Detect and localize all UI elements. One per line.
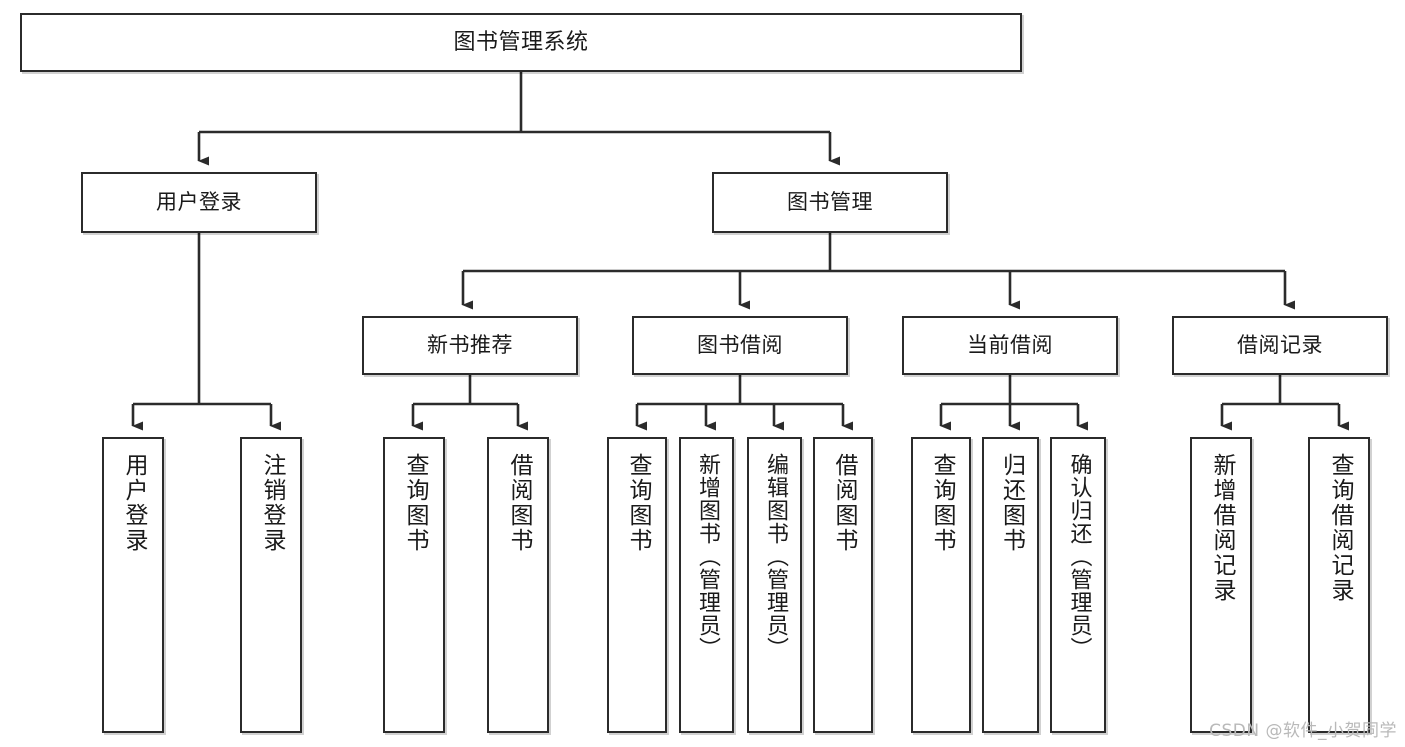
node-label: 借阅图书 <box>830 453 857 553</box>
node-user-login[interactable]: 用户登录 <box>81 172 317 233</box>
node-new-book-recommend[interactable]: 新书推荐 <box>362 316 578 375</box>
node-label: 图书借阅 <box>697 333 783 358</box>
leaf-query-book-current[interactable]: 查询图书 <box>911 437 971 733</box>
node-label: 新书推荐 <box>427 333 513 358</box>
leaf-return-book[interactable]: 归还图书 <box>982 437 1039 733</box>
node-label: 查询图书 <box>401 453 428 553</box>
node-label: 查询借阅记录 <box>1326 453 1353 603</box>
leaf-user-login[interactable]: 用户登录 <box>102 437 164 733</box>
node-label: 图书管理 <box>787 190 873 215</box>
node-label: 查询图书 <box>624 453 651 553</box>
leaf-borrow-book-recommend[interactable]: 借阅图书 <box>487 437 549 733</box>
leaf-edit-book-admin[interactable]: 编辑图书（管理员） <box>747 437 802 733</box>
node-label: 确认归还（管理员） <box>1066 453 1092 660</box>
node-borrow-record[interactable]: 借阅记录 <box>1172 316 1388 375</box>
node-book-manage[interactable]: 图书管理 <box>712 172 948 233</box>
node-current-borrow[interactable]: 当前借阅 <box>902 316 1118 375</box>
leaf-query-book-borrow[interactable]: 查询图书 <box>607 437 667 733</box>
node-label: 用户登录 <box>156 190 242 215</box>
node-label: 借阅图书 <box>505 453 532 553</box>
leaf-add-borrow-record[interactable]: 新增借阅记录 <box>1190 437 1252 733</box>
leaf-add-book-admin[interactable]: 新增图书（管理员） <box>679 437 734 733</box>
node-label: 新增图书（管理员） <box>694 453 720 660</box>
node-label: 注销登录 <box>258 453 285 553</box>
csdn-watermark: CSDN @软件_小贺同学 <box>1209 721 1397 741</box>
node-label: 图书管理系统 <box>453 29 589 55</box>
node-label: 归还图书 <box>998 453 1025 553</box>
leaf-user-logout[interactable]: 注销登录 <box>240 437 302 733</box>
leaf-query-borrow-record[interactable]: 查询借阅记录 <box>1308 437 1370 733</box>
node-label: 用户登录 <box>120 453 147 553</box>
leaf-query-book-recommend[interactable]: 查询图书 <box>383 437 445 733</box>
node-book-borrow[interactable]: 图书借阅 <box>632 316 848 375</box>
node-label: 当前借阅 <box>967 333 1053 358</box>
node-label: 查询图书 <box>928 453 955 553</box>
leaf-borrow-book-borrow[interactable]: 借阅图书 <box>813 437 873 733</box>
node-label: 编辑图书（管理员） <box>762 453 788 660</box>
node-root-system[interactable]: 图书管理系统 <box>20 13 1022 72</box>
node-label: 借阅记录 <box>1237 333 1323 358</box>
leaf-confirm-return-admin[interactable]: 确认归还（管理员） <box>1050 437 1106 733</box>
node-label: 新增借阅记录 <box>1208 453 1235 603</box>
